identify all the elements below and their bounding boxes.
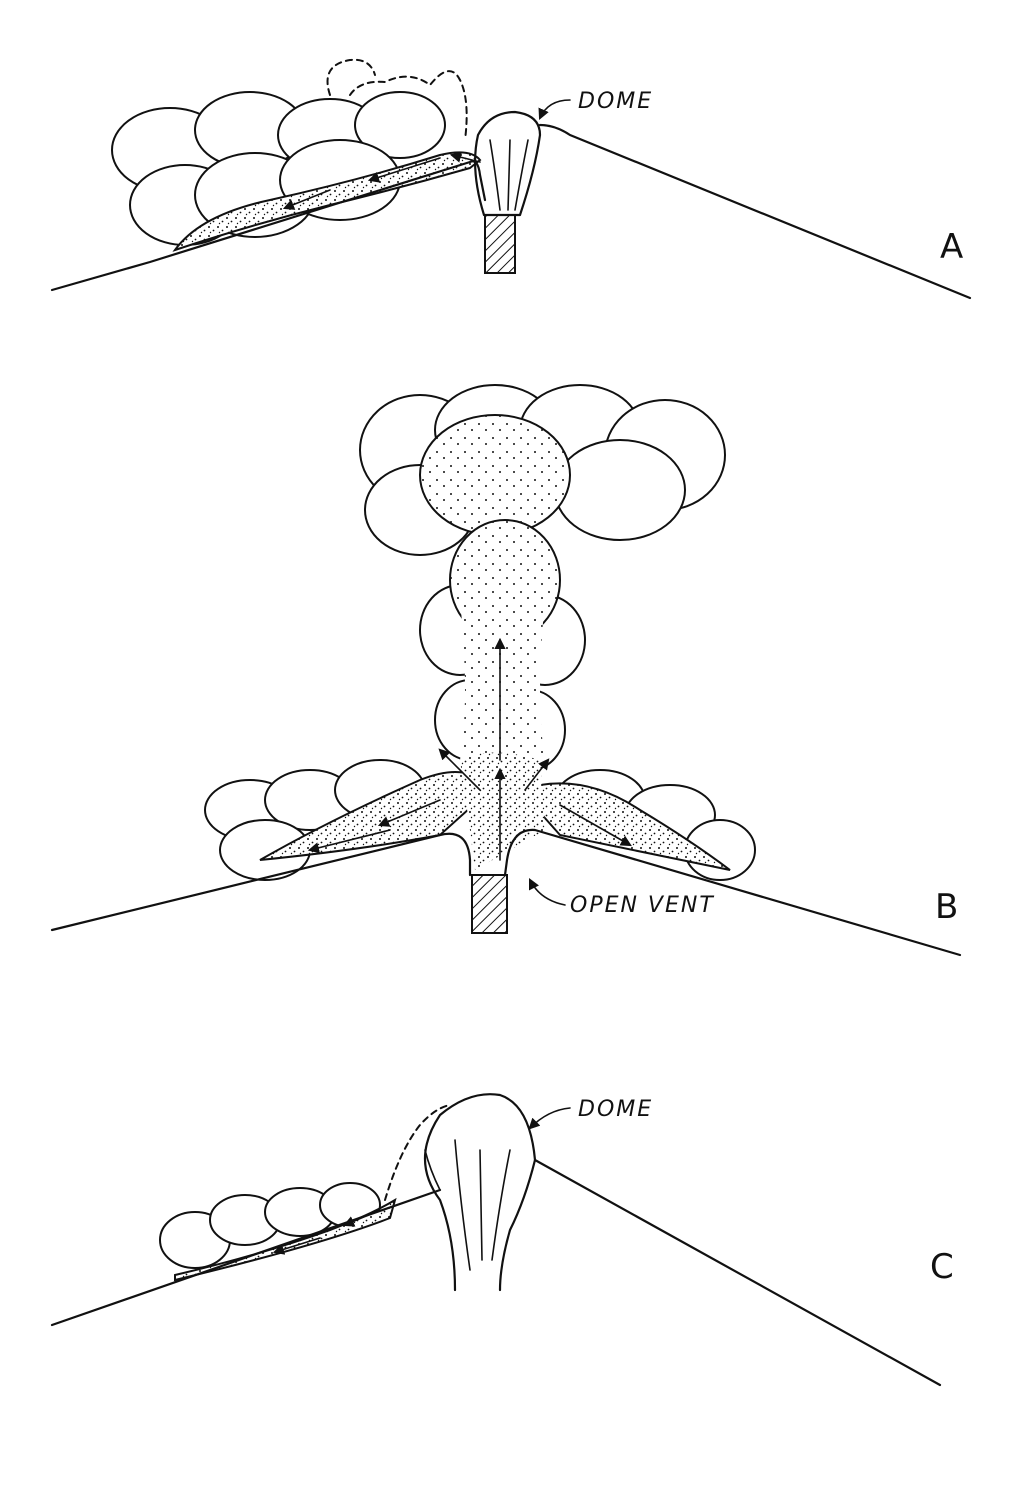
panel-a: DOME A: [50, 58, 972, 300]
lava-dome-a: [474, 110, 542, 217]
open-vent-label: OPEN VENT: [570, 893, 715, 918]
lateral-flow-left: [204, 759, 492, 881]
volcano-slope-b: [50, 828, 962, 957]
panel-letter-b: B: [935, 887, 958, 927]
panel-b: OPEN VENT B: [50, 384, 962, 957]
eruption-column-stem: [419, 519, 586, 771]
pyroclastic-flow-cloud-c: [159, 1182, 397, 1282]
panel-letter-c: C: [930, 1247, 954, 1287]
lava-dome-c: [423, 1093, 537, 1292]
dome-label-a: DOME: [578, 89, 653, 114]
panel-letter-a: A: [940, 227, 963, 267]
volcano-slope-c: [50, 1158, 942, 1387]
conduit-a: [484, 214, 516, 274]
lateral-flow-right: [518, 769, 756, 881]
conduit-b: [471, 874, 508, 934]
dome-label-c: DOME: [578, 1097, 653, 1122]
eruption-column-head: [359, 384, 726, 556]
pyroclastic-flow-cloud-a: [111, 58, 482, 252]
panel-c: DOME C: [50, 1093, 954, 1387]
